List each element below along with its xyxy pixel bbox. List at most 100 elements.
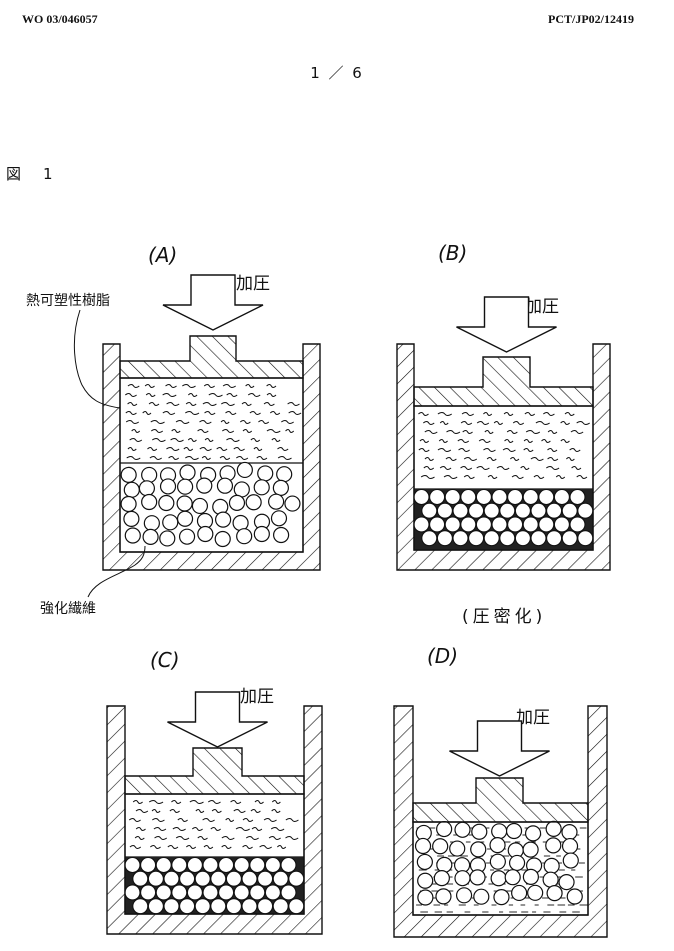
fiber-particle bbox=[159, 478, 177, 495]
fiber-particle bbox=[202, 884, 219, 901]
fiber-particle bbox=[272, 898, 289, 915]
fiber-particle bbox=[176, 510, 194, 527]
fiber-particle bbox=[522, 516, 539, 533]
fiber-particle bbox=[522, 841, 539, 858]
fiber-particle bbox=[471, 823, 488, 840]
fiber-particle bbox=[514, 502, 531, 519]
fiber-particle bbox=[245, 494, 262, 511]
fiber-particle bbox=[177, 478, 194, 495]
fiber-particle bbox=[120, 466, 137, 483]
fiber-particle bbox=[163, 870, 180, 887]
panel-d-cavity-outline bbox=[412, 821, 589, 916]
panel-a-title: (A) bbox=[148, 243, 177, 267]
fiber-particle bbox=[264, 856, 281, 874]
fiber-particle bbox=[490, 870, 507, 887]
fiber-particle bbox=[196, 477, 213, 494]
fiber-particle bbox=[489, 837, 506, 854]
fiber-particle bbox=[241, 870, 258, 887]
fiber-particle bbox=[562, 852, 579, 869]
fiber-particle bbox=[475, 488, 492, 506]
fiber-particle bbox=[561, 502, 578, 519]
fiber-particle bbox=[504, 869, 521, 886]
fiber-particle bbox=[179, 870, 196, 887]
fiber-particle bbox=[142, 528, 159, 546]
panel-d-pressure-arrow-icon bbox=[449, 720, 550, 777]
fiber-particle bbox=[233, 884, 250, 901]
fiber-particle bbox=[216, 477, 234, 494]
fiber-particle bbox=[546, 530, 563, 547]
panel-c-pressure-arrow-icon bbox=[167, 691, 268, 748]
fiber-particle bbox=[236, 461, 253, 479]
fiber-particle bbox=[253, 525, 270, 543]
fiber-particle bbox=[429, 488, 446, 506]
fiber-particle bbox=[232, 514, 249, 532]
panel-a-cavity-outline bbox=[119, 377, 304, 553]
fiber-particle bbox=[546, 502, 563, 519]
fiber-particle bbox=[132, 870, 149, 887]
fiber-particle bbox=[197, 525, 214, 543]
fiber-particle bbox=[163, 898, 180, 915]
fiber-particle bbox=[194, 870, 211, 887]
figure-label-prefix: 図 bbox=[6, 165, 22, 183]
fiber-particle bbox=[141, 493, 158, 511]
fiber-particle bbox=[140, 856, 157, 874]
fiber-particle bbox=[577, 530, 594, 547]
panel-c-title: (C) bbox=[150, 648, 180, 672]
panel-a-resin-layer bbox=[124, 384, 302, 460]
fiber-particle bbox=[553, 516, 570, 533]
panel-b-pressure-arrow-icon bbox=[456, 296, 557, 353]
fiber-particle bbox=[155, 884, 172, 901]
panel-c-pressure-label: 加圧 bbox=[240, 687, 274, 707]
fiber-particle bbox=[270, 510, 288, 527]
fiber-particle bbox=[491, 488, 508, 506]
fiber-particle bbox=[210, 898, 227, 915]
fiber-particle bbox=[468, 502, 485, 519]
fiber-particle bbox=[249, 856, 266, 874]
fiber-particle bbox=[202, 856, 219, 874]
panel-b-plunger bbox=[413, 356, 594, 407]
fiber-particle bbox=[138, 480, 156, 497]
fiber-particle bbox=[553, 488, 570, 506]
fiber-particle bbox=[124, 856, 141, 874]
panel-d-pressure-label: 加圧 bbox=[516, 708, 550, 728]
fiber-particle bbox=[178, 528, 196, 545]
fiber-particle bbox=[569, 516, 586, 533]
fiber-particle bbox=[143, 515, 160, 532]
fiber-particle bbox=[545, 837, 562, 854]
panel-b: (B) 加圧 (圧密化) bbox=[396, 241, 611, 627]
fiber-particle bbox=[433, 870, 450, 887]
fiber-particle bbox=[449, 840, 466, 857]
fiber-particle bbox=[546, 885, 563, 902]
fiber-particle bbox=[561, 823, 578, 841]
fiber-particle bbox=[530, 502, 547, 519]
fiber-particle bbox=[421, 530, 438, 547]
fiber-particle bbox=[436, 502, 453, 519]
fiber-particle bbox=[141, 466, 158, 484]
fiber-particle bbox=[483, 502, 500, 519]
fiber-callout-label: 強化繊維 bbox=[40, 601, 96, 617]
panel-c-cavity-outline bbox=[124, 793, 305, 915]
fiber-particle bbox=[522, 868, 539, 885]
fiber-particle bbox=[249, 884, 266, 901]
fiber-particle bbox=[120, 495, 137, 513]
fiber-particle bbox=[194, 898, 211, 915]
panel-b-title: (B) bbox=[438, 241, 467, 265]
fiber-particle bbox=[527, 884, 544, 901]
fiber-particle bbox=[218, 856, 235, 874]
fiber-particle bbox=[123, 481, 140, 498]
fiber-particle bbox=[452, 530, 469, 547]
fiber-particle bbox=[524, 825, 542, 842]
fiber-particle bbox=[491, 516, 508, 533]
fiber-particle bbox=[505, 822, 523, 840]
fiber-particle bbox=[460, 488, 477, 506]
fiber-particle bbox=[280, 884, 297, 901]
fiber-particle bbox=[186, 856, 203, 874]
fiber-particle bbox=[511, 884, 528, 902]
fiber-particle bbox=[417, 889, 434, 906]
fiber-particle bbox=[435, 888, 452, 905]
fiber-particle bbox=[543, 857, 560, 874]
fiber-particle bbox=[566, 888, 583, 905]
panel-b-resin-layer bbox=[418, 412, 590, 479]
fiber-particle bbox=[460, 516, 477, 533]
fiber-particle bbox=[429, 516, 446, 533]
